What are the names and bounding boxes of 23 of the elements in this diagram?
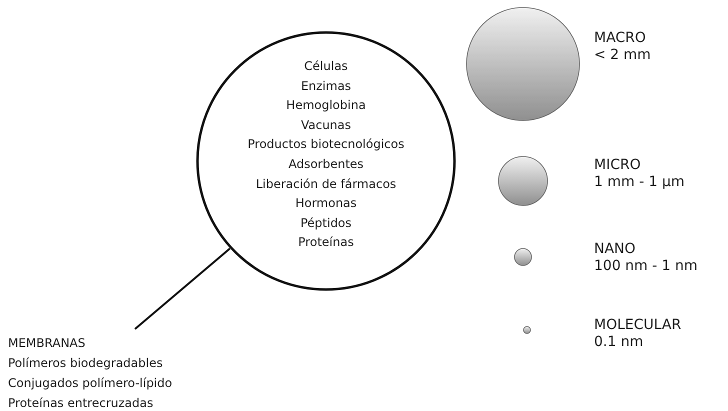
list-item: Vacunas — [300, 116, 352, 133]
size-range-label: 100 nm - 1 nm — [594, 258, 698, 274]
list-item: Polímeros biodegradables — [8, 355, 163, 371]
leader-line — [134, 248, 231, 330]
size-range-label: < 2 mm — [594, 47, 651, 63]
list-item: Conjugados polímero-lípido — [8, 375, 172, 391]
list-item: Enzimas — [300, 78, 352, 94]
size-range-label: 1 mm - 1 μm — [594, 174, 684, 190]
list-item: Hemoglobina — [285, 97, 367, 114]
list-item: Péptidos — [299, 214, 353, 231]
size-range-label: 0.1 nm — [594, 334, 644, 350]
size-class-label: NANO — [594, 241, 636, 257]
list-item: Adsorbentes — [287, 156, 365, 172]
list-item: Liberación de fármacos — [254, 176, 398, 192]
list-item: Proteínas entrecruzadas — [8, 395, 154, 411]
list-item: Hormonas — [294, 195, 358, 212]
size-class-label: MOLECULAR — [594, 317, 682, 333]
group-heading: MEMBRANAS — [8, 335, 86, 351]
size-class-label: MACRO — [594, 30, 646, 46]
size-class-label: MICRO — [594, 157, 641, 173]
list-item: Productos biotecnológicos — [246, 136, 406, 152]
list-item: Proteínas — [297, 234, 355, 250]
list-item: Células — [303, 58, 349, 74]
